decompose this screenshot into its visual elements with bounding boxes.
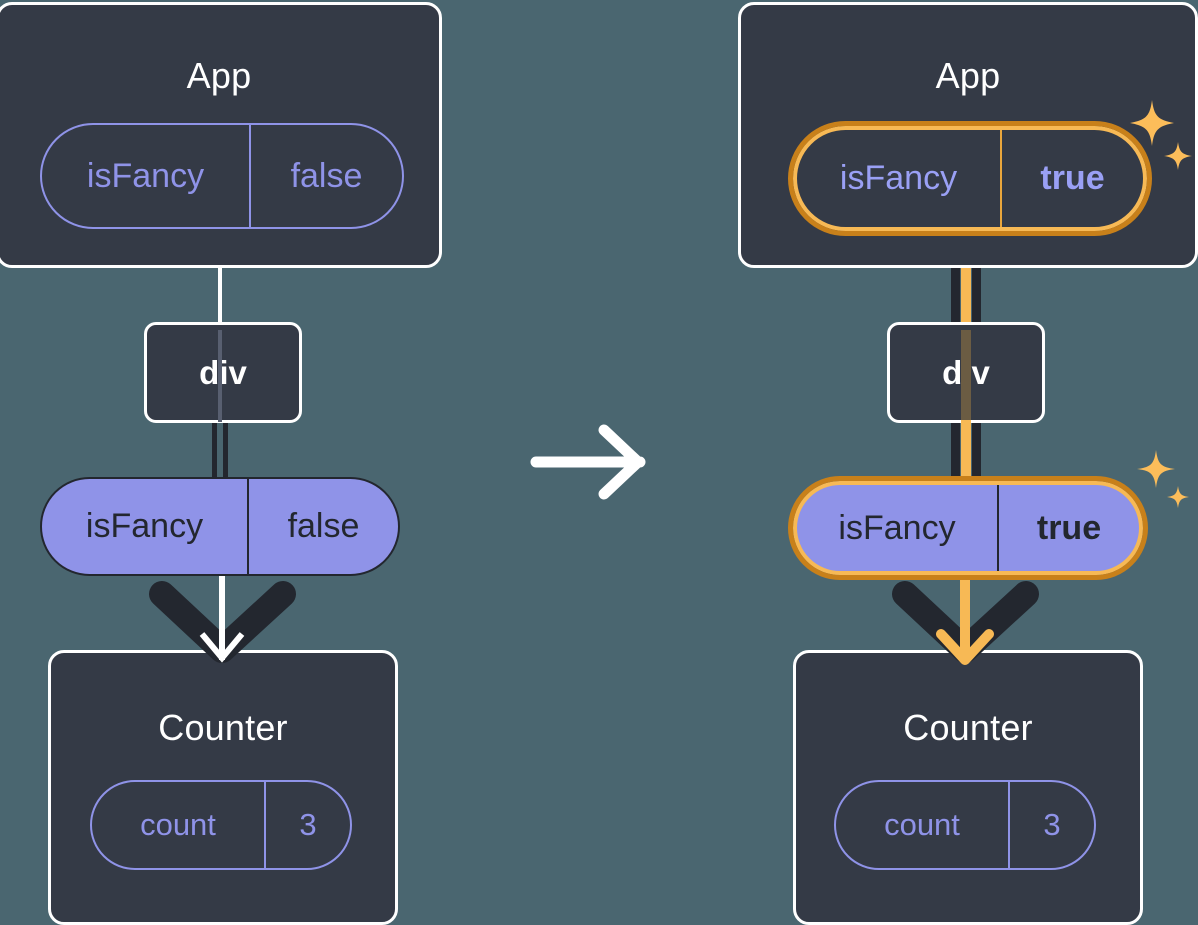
transition-arrow-icon [528,420,656,504]
counter-state-pill-after: count 3 [834,780,1096,870]
prop-key-after: isFancy [838,508,956,547]
app-title-before: App [186,55,252,96]
counter-title-before: Counter [158,707,288,748]
app-state-value-before: false [249,125,402,227]
sparkle-icon-prop-after [1134,448,1194,520]
edge-app-to-div-right-after [972,232,981,332]
prop-value-after: true [997,485,1139,571]
prop-key-before: isFancy [85,507,204,545]
counter-state-pill-before: count 3 [90,780,352,870]
edge-app-to-div-before [218,252,222,332]
counter-state-value-after: 3 [1008,782,1094,868]
edge-div-to-prop-right-after [972,420,981,482]
counter-state-key-before: count [140,807,216,842]
edge-div-internal-before [218,330,222,422]
prop-pill-after: isFancy true [788,476,1148,580]
edge-div-to-prop-left-before [212,420,217,482]
edge-div-to-prop-right-before [223,420,228,482]
edge-div-to-prop-highlight-after [961,420,971,482]
edge-div-internal-after [961,330,971,422]
edge-app-to-div-left-after [951,232,960,332]
sparkle-icon-app-after [1126,98,1196,184]
app-state-key-before: isFancy [86,156,205,195]
prop-value-before: false [247,479,398,574]
app-state-pill-after: isFancy true [788,121,1152,236]
app-state-value-after: true [1000,130,1143,227]
arrow-prop-to-counter-before [140,572,305,672]
app-title-after: App [935,55,1001,96]
app-state-pill-before: isFancy false [40,123,404,229]
prop-pill-before: isFancy false [40,477,400,576]
arrow-prop-to-counter-after [883,572,1048,672]
edge-div-to-prop-left-after [951,420,960,482]
counter-state-value-before: 3 [264,782,350,868]
counter-title-after: Counter [903,707,1033,748]
edge-app-to-div-highlight-after [961,205,971,332]
counter-state-key-after: count [884,807,960,842]
div-node-before: div [144,322,302,423]
app-state-key-after: isFancy [839,159,958,197]
div-node-label-before: div [199,353,247,391]
